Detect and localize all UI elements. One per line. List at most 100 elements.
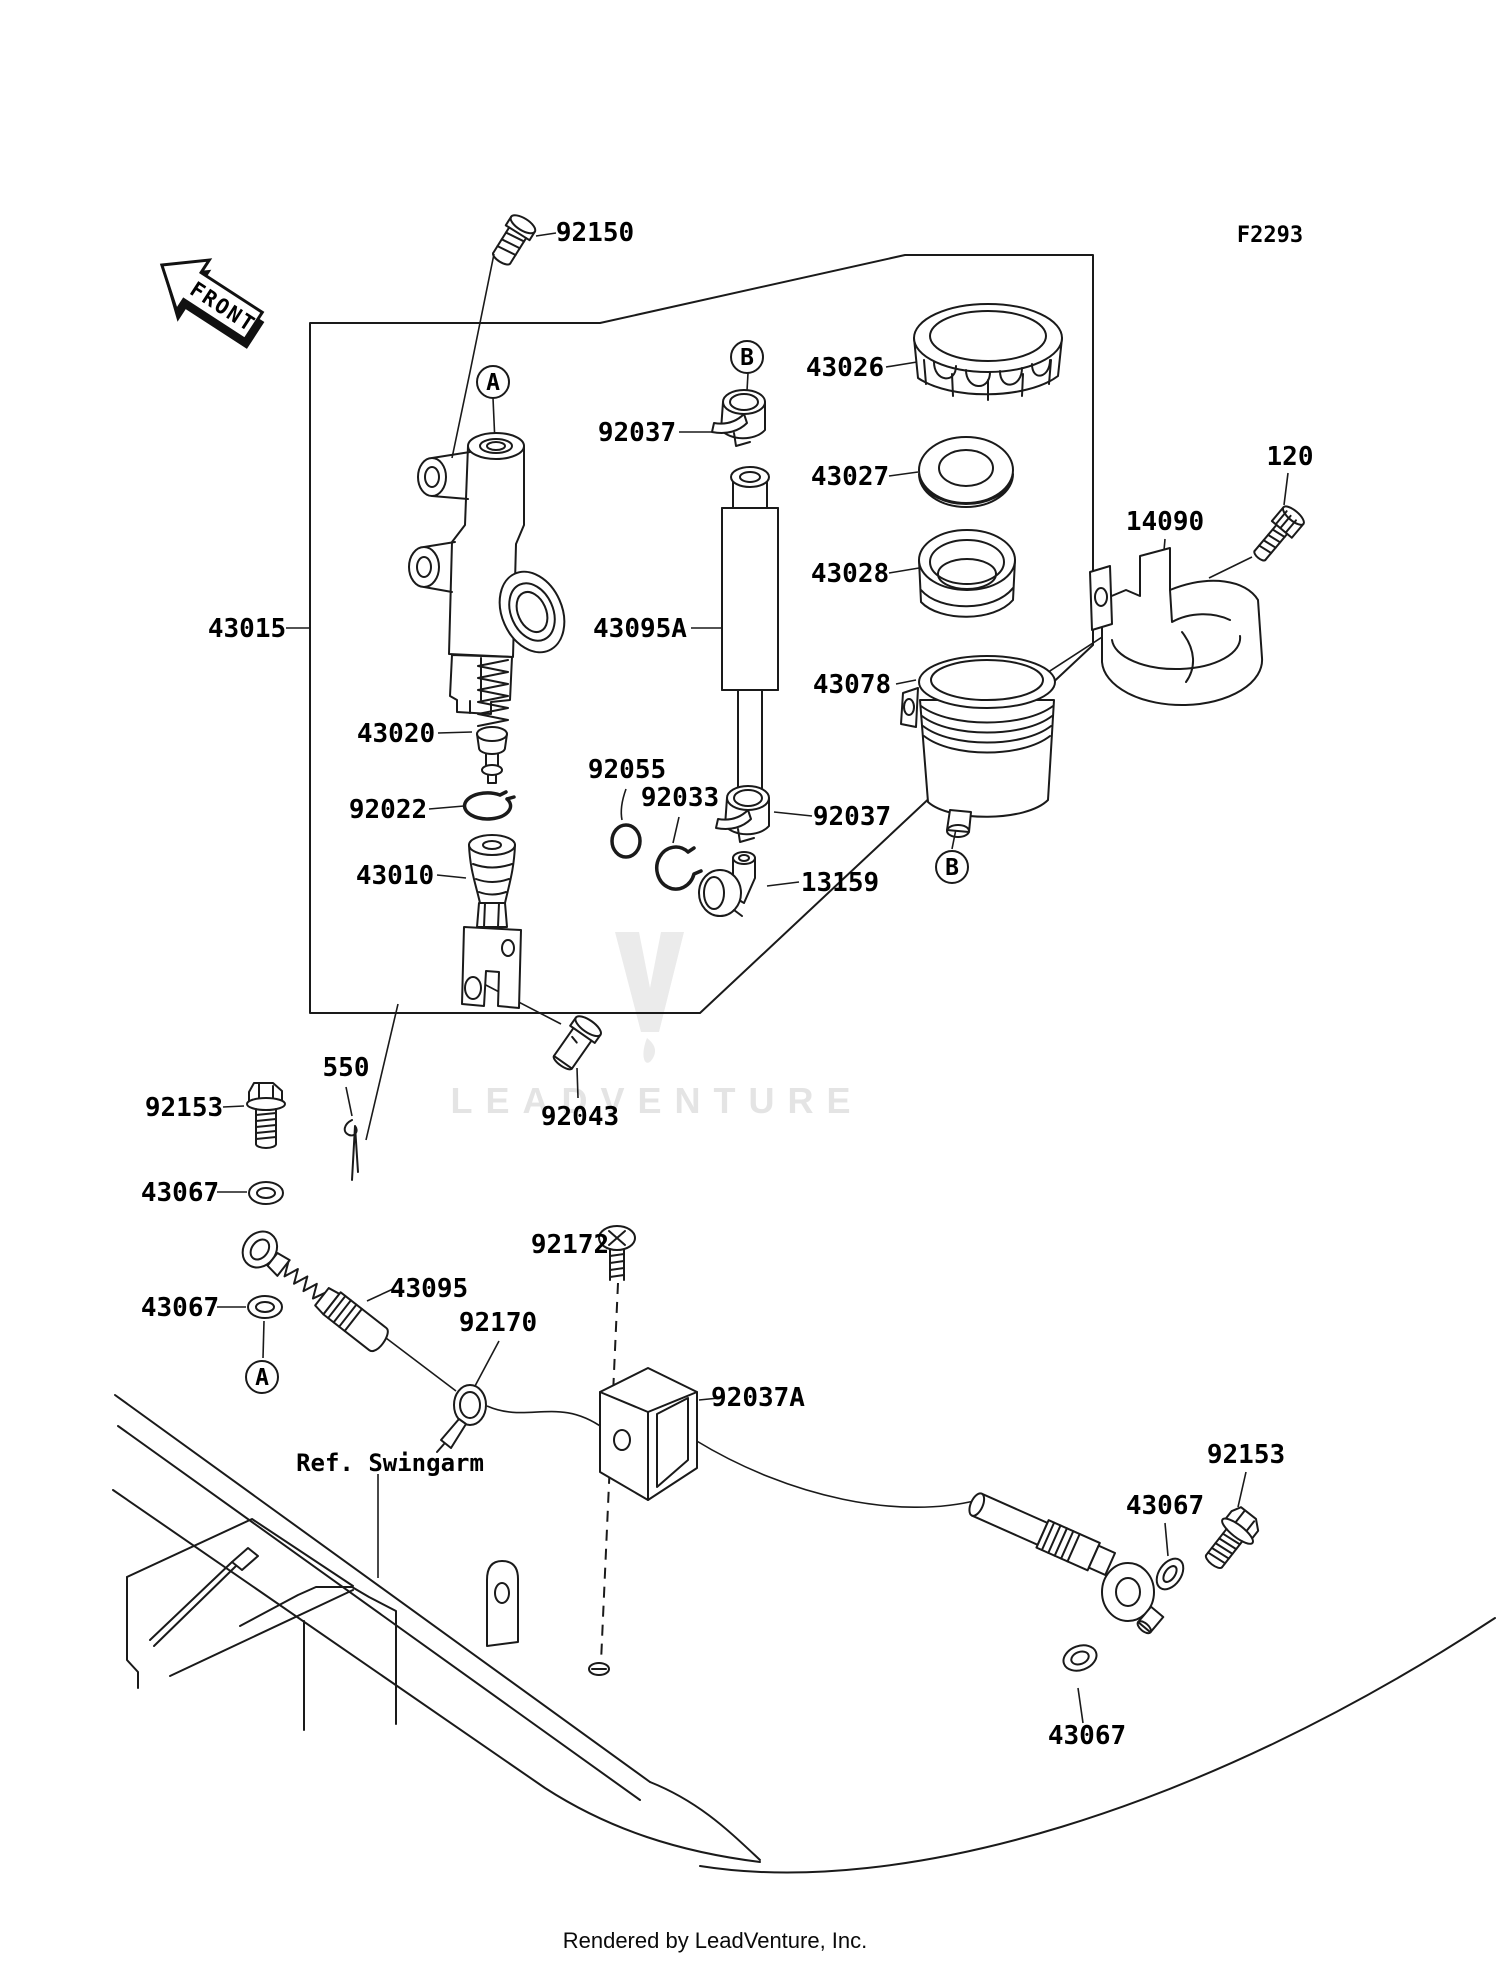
label-92043: 92043 xyxy=(541,1102,619,1132)
label-92033: 92033 xyxy=(641,783,719,813)
part-92170-clamp xyxy=(436,1384,487,1453)
watermark-text: LEADVENTURE xyxy=(450,1080,863,1121)
leader-43067-right xyxy=(1164,1522,1169,1557)
part-120-screw xyxy=(1253,505,1305,562)
label-43028: 43028 xyxy=(811,559,889,589)
leader-43010 xyxy=(436,874,467,879)
callout-a-top: A xyxy=(476,365,510,399)
cable-to-bracket-curve xyxy=(486,1405,604,1429)
label-43027: 43027 xyxy=(811,462,889,492)
label-43095a: 43095A xyxy=(593,614,687,644)
label-92022: 92022 xyxy=(349,795,427,825)
label-92037a: 92037A xyxy=(711,1383,805,1413)
leader-43026 xyxy=(885,361,918,368)
leader-92022 xyxy=(428,805,465,810)
leader-43095 xyxy=(366,1288,394,1302)
leader-92172-dashed-axis xyxy=(600,1282,619,1663)
part-43026-reservoir-cap xyxy=(913,303,1063,401)
part-92055-o-ring xyxy=(610,823,642,859)
footer-credit: Rendered by LeadVenture, Inc. xyxy=(563,1928,868,1953)
label-43078: 43078 xyxy=(813,670,891,700)
part-14090-holder xyxy=(1089,547,1264,706)
callout-a-bottom-letter: A xyxy=(255,1365,269,1391)
leader-43078 xyxy=(895,679,917,685)
part-92033-snap-ring xyxy=(655,845,703,891)
label-43067-left1: 43067 xyxy=(141,1178,219,1208)
leader-92037-mid xyxy=(773,811,813,817)
part-92037a-bracket xyxy=(599,1367,698,1501)
leader-13159 xyxy=(766,881,800,887)
part-92150-screw xyxy=(492,214,537,266)
part-43067-washer-right xyxy=(1155,1557,1185,1591)
part-labels: 92150 F2293 43026 92037 43027 43028 1409… xyxy=(141,218,1314,1751)
part-43027-plate xyxy=(918,436,1014,508)
leader-43027 xyxy=(888,471,919,477)
label-43067-left2: 43067 xyxy=(141,1293,219,1323)
label-92037-top: 92037 xyxy=(598,418,676,448)
hose-from-bracket-curve xyxy=(694,1439,979,1508)
part-92172-screw xyxy=(598,1225,636,1281)
part-92043-pin xyxy=(552,1015,602,1071)
leader-92033 xyxy=(672,816,680,844)
callout-b-bottom: B xyxy=(935,850,969,884)
figure-code: F2293 xyxy=(1237,223,1303,248)
part-43028-diaphragm xyxy=(918,529,1016,618)
part-43067-washer-left1 xyxy=(248,1181,284,1205)
leadventure-watermark: LEADVENTURE xyxy=(450,932,863,1121)
part-43067-washer-bottom xyxy=(1062,1644,1098,1672)
part-92153-bolt-right xyxy=(1204,1506,1260,1569)
label-550: 550 xyxy=(323,1053,370,1083)
label-14090: 14090 xyxy=(1126,507,1204,537)
label-43015: 43015 xyxy=(208,614,286,644)
leader-92153-left xyxy=(222,1105,245,1108)
cable-adjuster-to-clamp xyxy=(385,1337,457,1392)
leader-43020 xyxy=(437,731,473,734)
part-43078-reservoir xyxy=(900,655,1056,838)
label-43010: 43010 xyxy=(356,861,434,891)
leader-120 xyxy=(1283,472,1289,506)
part-550-cotter-pin xyxy=(343,1119,359,1181)
callout-a-bottom: A xyxy=(245,1360,279,1394)
callout-b-top-letter: B xyxy=(740,345,754,371)
leader-43067-bottom xyxy=(1077,1687,1084,1724)
label-92055: 92055 xyxy=(588,755,666,785)
leader-120-tip xyxy=(1208,556,1253,579)
callout-a-top-letter: A xyxy=(486,370,500,396)
label-43067-right: 43067 xyxy=(1126,1491,1204,1521)
label-43067-bottom: 43067 xyxy=(1048,1721,1126,1751)
leader-92055 xyxy=(620,788,627,821)
part-43010-push-rod xyxy=(461,834,522,1009)
leader-92037a xyxy=(698,1397,720,1401)
swingarm-bolt-hole xyxy=(588,1662,610,1676)
part-43015-master-cylinder xyxy=(408,432,566,715)
label-92037-mid: 92037 xyxy=(813,802,891,832)
label-92170: 92170 xyxy=(459,1308,537,1338)
front-arrow: FRONT xyxy=(159,258,265,349)
part-43067-washer-left2 xyxy=(247,1295,283,1319)
leader-43028 xyxy=(888,567,920,574)
part-13159-joint xyxy=(698,851,756,917)
callout-b-bottom-letter: B xyxy=(945,855,959,881)
leader-callout-a2 xyxy=(262,1320,265,1359)
label-43020: 43020 xyxy=(357,719,435,749)
leader-92153-right xyxy=(1237,1471,1247,1508)
leader-550 xyxy=(345,1086,353,1117)
part-92022-snap-ring xyxy=(462,790,516,821)
leader-92043 xyxy=(576,1067,579,1099)
callout-b-top: B xyxy=(730,340,764,374)
label-92153-right: 92153 xyxy=(1207,1440,1285,1470)
part-43095a-rod xyxy=(721,466,779,826)
part-92037-clamp-top xyxy=(711,389,766,447)
part-43020-piston-assembly xyxy=(476,659,509,784)
part-43095-rod-assembly xyxy=(241,1230,389,1353)
label-120: 120 xyxy=(1267,442,1314,472)
label-92172: 92172 xyxy=(531,1230,609,1260)
label-92153-left: 92153 xyxy=(145,1093,223,1123)
watermark-logo-flame-icon xyxy=(643,1038,656,1063)
leader-92150-long xyxy=(451,253,495,459)
part-92037-clamp-mid xyxy=(715,785,770,843)
leader-92170 xyxy=(474,1340,500,1387)
leader-clevis-to-550 xyxy=(365,1003,399,1141)
